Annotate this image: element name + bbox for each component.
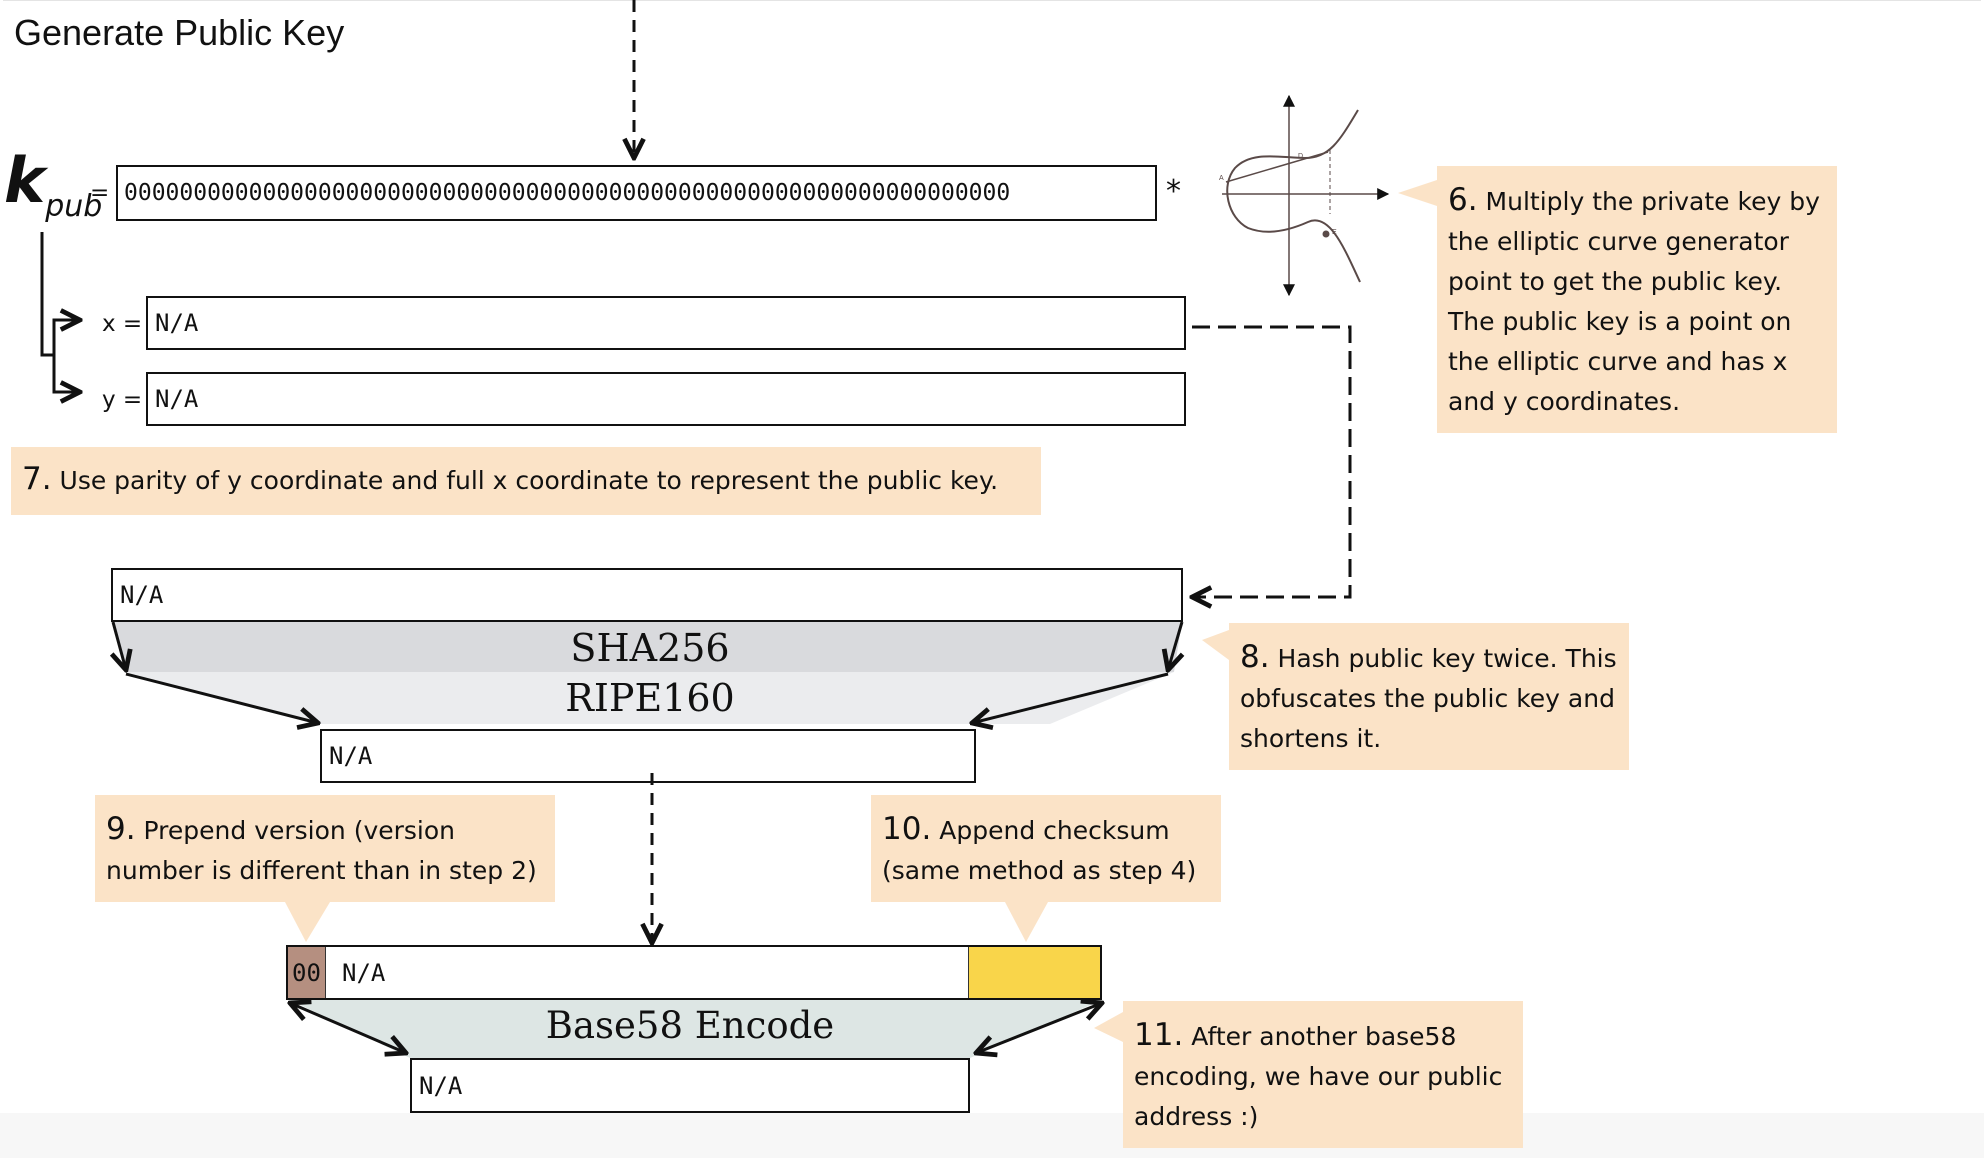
note-step-9: 9. Prepend version (version number is di…: [95, 795, 555, 902]
curve-point-d: D: [1298, 153, 1303, 160]
funnel-left-drop-arrow: [113, 621, 126, 670]
kpub-k: k: [4, 144, 46, 217]
version-byte: 00: [288, 947, 326, 998]
elliptic-curve-icon: A D E: [1219, 94, 1390, 297]
x-to-pubkey-dashed-arrow: [1192, 325, 1352, 597]
ripe160-band: [125, 672, 1174, 724]
sha256-band: [113, 622, 1182, 672]
funnel-left-converge-arrow: [125, 672, 318, 723]
note-9-pointer: [285, 902, 330, 942]
note-6-pointer: [1398, 180, 1437, 206]
funnel-right-converge-arrow: [972, 672, 1169, 723]
kpub-symbol: kpub: [4, 144, 102, 224]
checksum-segment: [968, 947, 1100, 998]
note-10-pointer: [1005, 902, 1048, 942]
curve-point-a: A: [1219, 175, 1224, 182]
base58-label: Base58 Encode: [545, 1004, 835, 1047]
private-key-input[interactable]: 0000000000000000000000000000000000000000…: [116, 165, 1157, 221]
public-key-box[interactable]: N/A: [111, 568, 1183, 622]
base58-right-arrow: [976, 1003, 1102, 1053]
note-step-8: 8. Hash public key twice. This obfuscate…: [1229, 623, 1629, 770]
branch-to-xy: [40, 232, 80, 357]
x-label: x =: [102, 311, 143, 337]
page-title: Generate Public Key: [14, 12, 345, 53]
note-11-pointer: [1094, 1012, 1123, 1042]
versioned-payload-text: N/A: [342, 959, 386, 987]
base58-left-arrow: [290, 1003, 406, 1053]
versioned-payload-box[interactable]: 00 N/A: [286, 945, 1102, 1000]
y-label: y =: [102, 387, 143, 413]
note-step-6: 6. Multiply the private key by the ellip…: [1437, 166, 1837, 433]
note-step-7: 7. Use parity of y coordinate and full x…: [11, 447, 1041, 515]
ripe160-label: RIPE160: [565, 676, 735, 720]
sha256-label: SHA256: [570, 626, 730, 670]
x-coordinate-field[interactable]: N/A: [146, 296, 1186, 350]
kpub-subscript: pub: [45, 189, 103, 224]
curve-point-e: E: [1332, 229, 1337, 236]
note-step-10: 10. Append checksum (same method as step…: [871, 795, 1221, 902]
multiply-sign: *: [1166, 174, 1181, 209]
funnel-right-drop-arrow: [1168, 621, 1182, 670]
base58-band: [290, 1000, 1102, 1058]
public-address-box[interactable]: N/A: [410, 1058, 970, 1113]
kpub-equals: =: [90, 180, 110, 206]
note-8-pointer: [1202, 630, 1229, 660]
branch-to-y: [52, 355, 80, 392]
hashed-public-key-box[interactable]: N/A: [320, 729, 976, 783]
note-step-11: 11. After another base58 encoding, we ha…: [1123, 1001, 1523, 1148]
bottom-strip: [0, 1113, 1984, 1158]
y-coordinate-field[interactable]: N/A: [146, 372, 1186, 426]
